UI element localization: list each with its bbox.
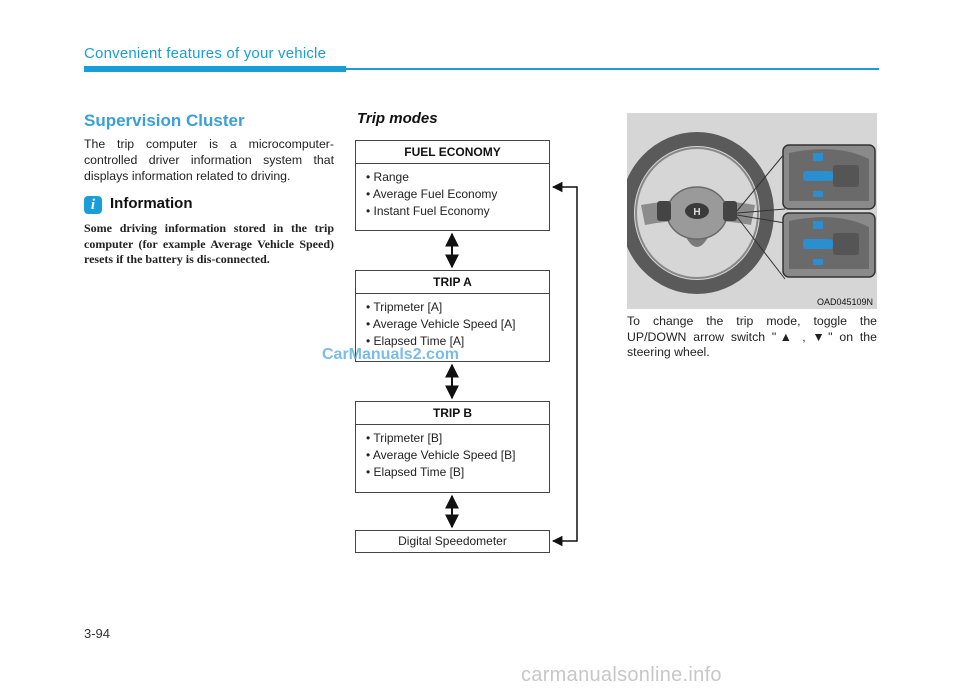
information-heading: Information xyxy=(110,195,193,212)
list-item: • Instant Fuel Economy xyxy=(366,204,490,218)
list-item: • Tripmeter [A] xyxy=(366,300,443,314)
list-item: • Average Vehicle Speed [A] xyxy=(366,317,516,331)
trip-b-header: TRIP B xyxy=(356,402,549,425)
trip-b-box: TRIP B • Tripmeter [B] • Average Vehicle… xyxy=(355,401,550,493)
trip-b-list: • Tripmeter [B] • Average Vehicle Speed … xyxy=(356,425,549,486)
figure-code: OAD045109N xyxy=(816,297,873,307)
supervision-cluster-text: The trip computer is a microcomputer-con… xyxy=(84,137,334,183)
steering-wheel-image: H OAD045109N xyxy=(627,113,877,309)
information-text: Some driving information stored in the t… xyxy=(84,221,334,266)
list-item: • Average Vehicle Speed [B] xyxy=(366,448,516,462)
fuel-economy-list: • Range • Average Fuel Economy • Instant… xyxy=(356,164,549,225)
supervision-cluster-heading: Supervision Cluster xyxy=(84,111,245,130)
steering-wheel-icon: H xyxy=(627,113,877,309)
info-icon: i xyxy=(84,196,102,214)
list-item: • Tripmeter [B] xyxy=(366,431,443,445)
fuel-economy-header: FUEL ECONOMY xyxy=(356,141,549,164)
trip-a-header: TRIP A xyxy=(356,271,549,294)
list-item: • Average Fuel Economy xyxy=(366,187,498,201)
fuel-economy-box: FUEL ECONOMY • Range • Average Fuel Econ… xyxy=(355,140,550,231)
list-item: • Elapsed Time [A] xyxy=(366,334,465,348)
page-number: 3-94 xyxy=(84,626,111,641)
bottom-watermark: carmanualsonline.info xyxy=(521,664,722,686)
list-item: • Elapsed Time [B] xyxy=(366,465,465,479)
trip-a-list: • Tripmeter [A] • Average Vehicle Speed … xyxy=(356,294,549,355)
header-accent-bar xyxy=(84,66,346,72)
svg-text:H: H xyxy=(693,207,700,218)
trip-modes-heading: Trip modes xyxy=(357,110,438,127)
figure-caption: To change the trip mode, toggle the UP/D… xyxy=(627,314,877,359)
section-title: Convenient features of your vehicle xyxy=(84,45,327,62)
return-loop-arrow xyxy=(551,181,578,547)
trip-a-box: TRIP A • Tripmeter [A] • Average Vehicle… xyxy=(355,270,550,362)
list-item: • Range xyxy=(366,170,409,184)
watermark: CarManuals2.com xyxy=(322,346,459,363)
digital-speedometer-box: Digital Speedometer xyxy=(355,530,550,553)
header-rule xyxy=(346,68,879,70)
